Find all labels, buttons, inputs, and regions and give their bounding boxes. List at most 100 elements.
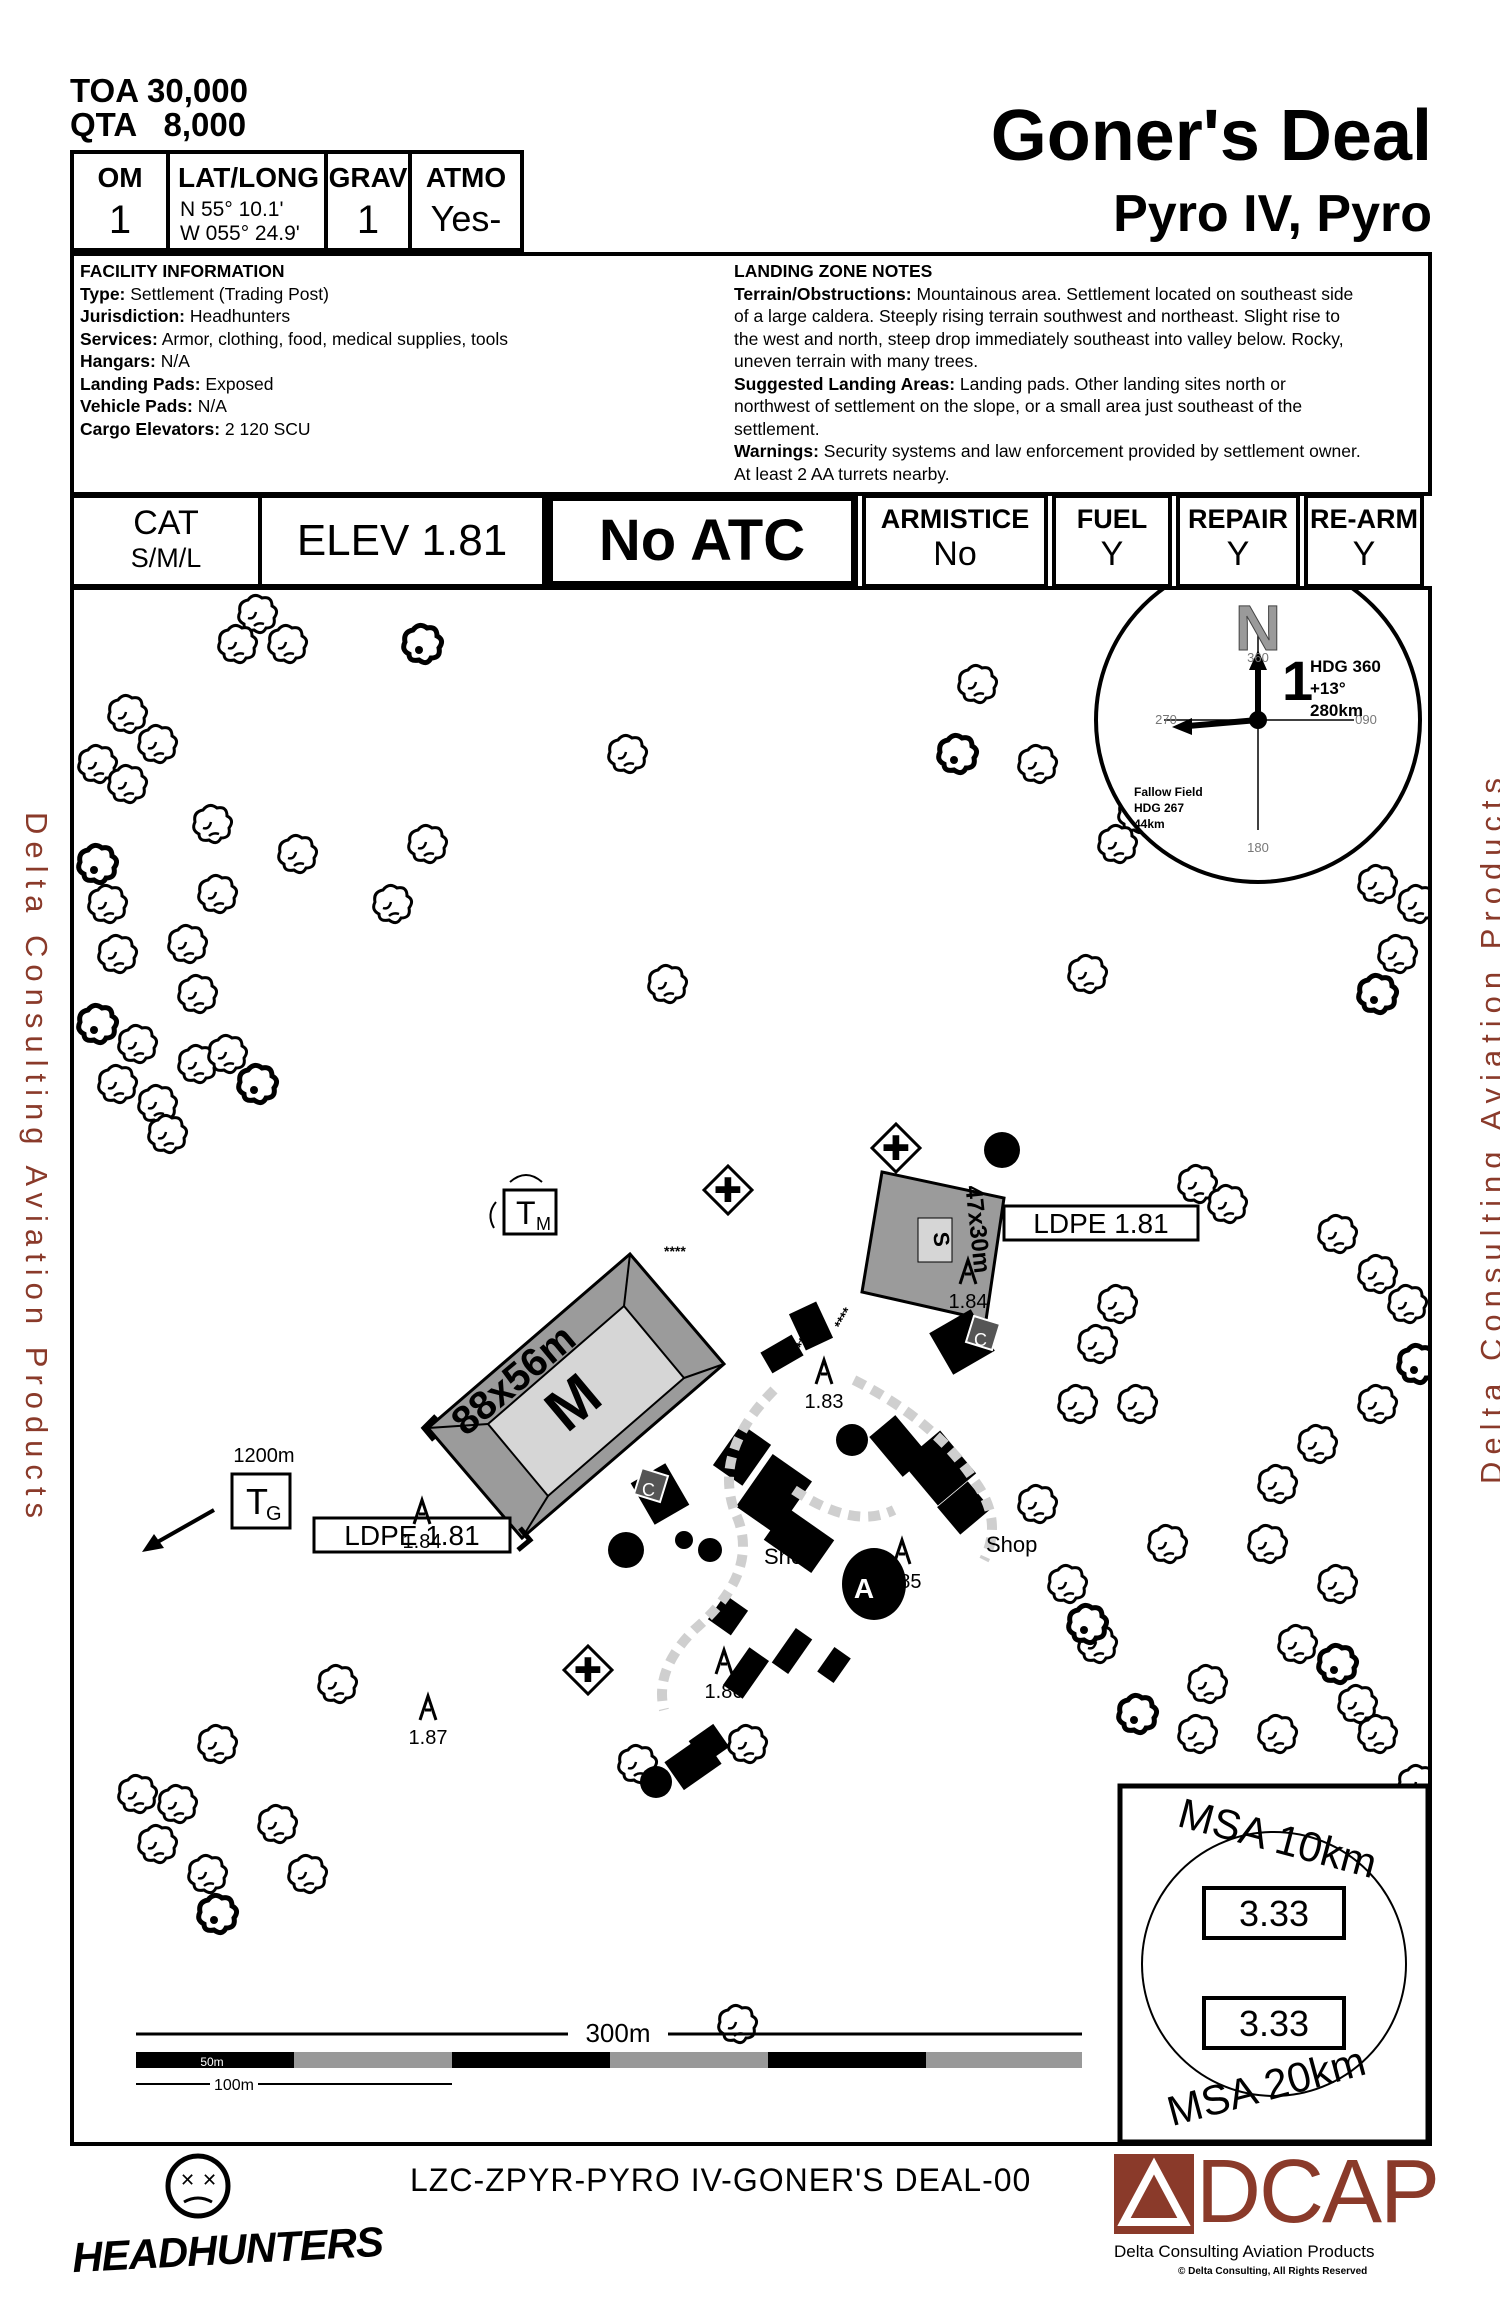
facility-value: N/A [155,351,190,371]
facility-heading: FACILITY INFORMATION [80,261,285,281]
tree-icon [79,1005,117,1042]
elevation-marker: 1.85 [883,1535,921,1593]
fuel-cell: FUEL Y [1052,494,1172,588]
tree-icon [1017,1483,1059,1525]
lz-heading: LANDING ZONE NOTES [734,261,933,281]
facility-key: Jurisdiction: [80,306,186,326]
facility-key: Landing Pads: [80,373,201,394]
landing-pad-s[interactable]: 47x30m S [860,1170,1006,1322]
terrain-line-2: of a large caldera. Steeply rising terra… [734,306,1341,326]
om-value: 1 [108,198,132,242]
repair-cell: REPAIR Y [1176,494,1300,588]
tree-icon [1357,863,1399,905]
facility-key: Type: [80,283,126,304]
suggested-key: Suggested Landing Areas: [734,373,956,394]
settlement-paths [657,1375,997,1712]
repair-value: Y [1226,535,1250,573]
shop-label-2: Shop [986,1532,1037,1557]
headhunters-skull-icon: ✕ ✕ [165,2153,231,2219]
fallow-field-line-2: HDG 267 [1134,801,1184,815]
tree-icon [1357,1713,1399,1755]
tree-icon [1097,823,1139,865]
dcap-delta-icon [1114,2154,1194,2234]
om-label: OM [97,162,143,193]
armistice-label: ARMISTICE [880,504,1030,534]
elevation-value: 1.87 [409,1727,448,1749]
tree-icon [217,623,259,665]
tree-icon [197,873,239,915]
tree-icon [167,923,209,965]
svg-text:✚: ✚ [574,1652,603,1690]
tree-icon [97,1063,139,1105]
dcap-logo: DCAP Delta Consulting Aviation Products … [1108,2142,1440,2290]
elevation-marker: 1.87 [409,1691,448,1749]
tree-icon [107,763,149,805]
tree-icon [87,883,129,925]
cat-value: S/M/L [130,543,202,573]
qta-text: QTA 8,000 [70,106,247,143]
side-text-right: Delta Consulting Aviation Products [1474,770,1500,1484]
compass-090: 090 [1355,712,1377,727]
facility-key: Vehicle Pads: [80,396,193,416]
tree-icon [79,845,117,882]
info-panel: FACILITY INFORMATION Type: Settlement (T… [70,252,1432,496]
scale-bar: 300m 50m 100m [136,2018,1082,2094]
tree-icon [267,623,309,665]
tree-icon [239,1065,277,1102]
c-marker-2: C [642,1480,655,1500]
warnings-line-2: At least 2 AA turrets nearby. [734,463,950,484]
elevation-value: 1.84 [403,1531,442,1553]
tree-icon [192,803,234,845]
chart-code: LZC-ZPYR-PYRO IV-GONER'S DEAL-00 [410,2162,1032,2198]
facility-row: Vehicle Pads: N/A [80,395,720,418]
settlement-center-marker: A [854,1573,874,1604]
lat-value: N 55° 10.1' [180,198,284,221]
tm-sub: M [536,1214,551,1234]
tree-icon [1297,1423,1339,1465]
tree-icon [1207,1183,1249,1225]
tree-icon [1097,1283,1139,1325]
tg-sub: G [266,1503,282,1525]
map-frame: N 360 270 090 180 1 HDG 360 +13° 280km F… [70,586,1432,2146]
elevation-triangle-icon [814,1355,834,1385]
medical-marker-1: ✚ [869,1121,923,1175]
terrain-line-3: the west and north, steep drop immediate… [734,328,1344,349]
latlong-cell: LAT/LONG N 55° 10.1' W 055° 24.9' [166,150,328,252]
rearm-cell: RE-ARM Y [1304,494,1424,588]
tree-icon [177,973,219,1015]
shop-label-1: Shop [764,1544,815,1569]
grav-label: GRAV [328,162,408,193]
dcap-tagline: Delta Consulting Aviation Products [1114,2242,1375,2261]
scale-100m: 100m [214,2077,254,2094]
side-text-left: Delta Consulting Aviation Products [19,812,54,1526]
tree-icon [1187,1663,1229,1705]
tree-icon [717,2003,759,2045]
atc-value: No ATC [598,508,806,573]
stars-2: **** [831,1304,856,1331]
grav-value: 1 [356,198,380,242]
landing-zone-notes: LANDING ZONE NOTES Terrain/Obstructions:… [734,260,1430,485]
elevation-triangle-icon [892,1535,912,1565]
tree-icon [1119,1695,1157,1732]
dcap-wordmark: DCAP [1196,2142,1440,2242]
facility-value: Armor, clothing, food, medical supplies,… [157,328,509,349]
tree-icon [1399,1345,1428,1382]
cat-cell: CAT S/M/L [70,494,262,588]
headhunters-logo: ✕ ✕ HEADHUNTERS [68,2148,384,2288]
atmo-cell: ATMO Yes- [408,150,524,252]
scale-300m: 300m [585,2018,650,2048]
turret-marker-tm: T M [489,1174,558,1236]
ldpe-right-text: LDPE 1.81 [1033,1208,1168,1239]
atmo-value: Yes- [430,198,502,239]
elevation-triangle-icon [958,1255,978,1285]
compass-north-letter: N [1235,592,1281,664]
suggested-line-3: settlement. [734,418,820,439]
facility-row: Type: Settlement (Trading Post) [80,283,720,306]
tree-icon [1177,1713,1219,1755]
fuel-label: FUEL [1076,504,1148,534]
hdg-line-1: HDG 360 [1310,657,1381,676]
elevation-markers: 1.841.831.841.851.861.87 [403,1255,987,1749]
facility-value: Headhunters [185,306,291,326]
tree-icon [97,933,139,975]
ldpe-label-left: LDPE 1.81 [312,1516,512,1554]
